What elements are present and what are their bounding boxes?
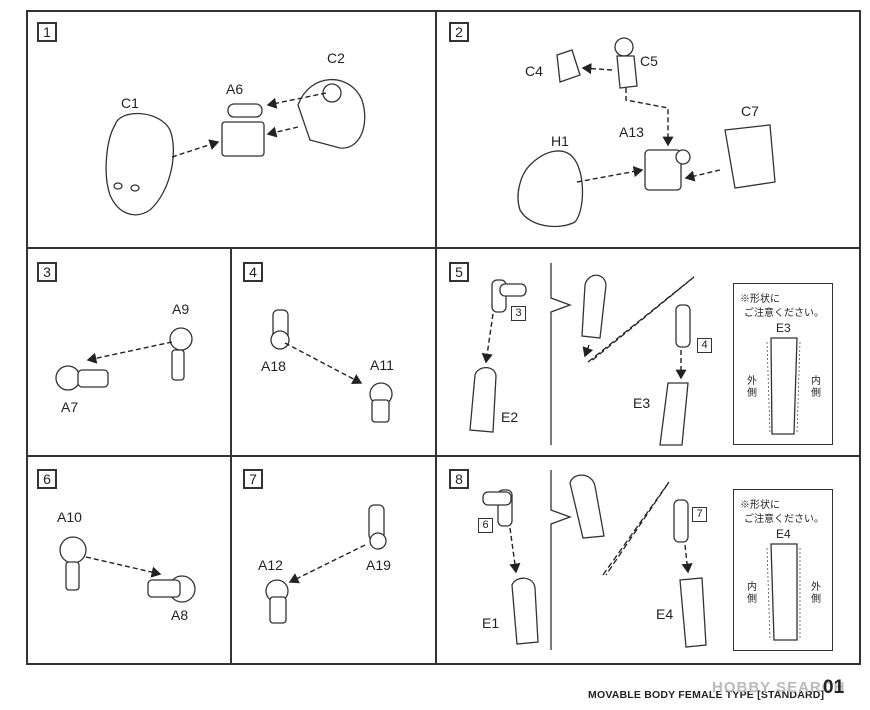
label-e4: E4 — [656, 606, 674, 622]
ref-step-6: 6 — [478, 518, 493, 533]
part-a13 — [644, 149, 682, 191]
note-e4-right-side: 外側 — [811, 582, 821, 605]
step-number-7: 7 — [243, 469, 263, 489]
step-number-8: 8 — [449, 469, 469, 489]
label-e3: E3 — [633, 395, 651, 411]
part-a9 — [169, 327, 193, 351]
shape-note-e3: ※形状に ご注意ください。 E3 外側 内側 — [733, 283, 833, 445]
divider-h2 — [26, 455, 861, 457]
note-e4-line1: ※形状に — [740, 500, 780, 511]
part-e1 — [511, 577, 539, 645]
label-a6: A6 — [226, 81, 244, 97]
part-e3 — [659, 382, 689, 446]
watermark: HOBBY SEARCH — [712, 679, 846, 696]
step-number-6: 6 — [37, 469, 57, 489]
note-e4-part: E4 — [776, 527, 791, 541]
manual-frame — [26, 10, 861, 665]
part-e4 — [679, 577, 707, 648]
divider-v1 — [435, 10, 437, 665]
part-a10 — [59, 536, 87, 564]
part-c4 — [556, 49, 581, 83]
part-c2 — [297, 78, 366, 149]
note-e3-right-side: 内側 — [811, 376, 821, 399]
footer-title: MOVABLE BODY FEMALE TYPE [STANDARD] — [588, 689, 825, 701]
part-e2 — [469, 366, 497, 433]
divider-v2 — [230, 247, 232, 665]
part-a6 — [221, 121, 265, 157]
page-number: 01 — [823, 677, 845, 698]
head-c1 — [105, 112, 175, 216]
label-c1: C1 — [121, 95, 139, 111]
label-c7: C7 — [741, 103, 759, 119]
ref-step-4: 4 — [697, 338, 712, 353]
part-h1 — [517, 150, 584, 228]
step-number-3: 3 — [37, 262, 57, 282]
note-e3-left-side: 外側 — [747, 376, 757, 399]
step-number-1: 1 — [37, 22, 57, 42]
note-e3-silhouette — [766, 337, 801, 435]
ref-step-7: 7 — [692, 507, 707, 522]
label-a7: A7 — [61, 399, 79, 415]
label-c5: C5 — [640, 53, 658, 69]
label-e2: E2 — [501, 409, 519, 425]
step-number-5: 5 — [449, 262, 469, 282]
shape-note-e4: ※形状に ご注意ください。 E4 内側 外側 — [733, 489, 833, 651]
label-a8: A8 — [171, 607, 189, 623]
label-a11: A11 — [370, 357, 394, 373]
part-c7 — [724, 124, 776, 189]
part-c5 — [614, 37, 634, 57]
note-e3-line1: ※形状に — [740, 294, 780, 305]
label-a12: A12 — [258, 557, 283, 573]
label-h1: H1 — [551, 133, 569, 149]
part-a7 — [55, 365, 81, 391]
note-e4-line2: ご注意ください。 — [744, 514, 824, 525]
label-a18: A18 — [261, 358, 286, 374]
ref-step-3: 3 — [511, 306, 526, 321]
label-a19: A19 — [366, 557, 391, 573]
label-a10: A10 — [57, 509, 82, 525]
label-a13: A13 — [619, 124, 644, 140]
label-c2: C2 — [327, 50, 345, 66]
note-e4-silhouette — [766, 543, 801, 641]
note-e3-part: E3 — [776, 321, 791, 335]
step-number-2: 2 — [449, 22, 469, 42]
note-e4-left-side: 内側 — [747, 582, 757, 605]
label-a9: A9 — [172, 301, 190, 317]
label-e1: E1 — [482, 615, 500, 631]
divider-h1 — [26, 247, 861, 249]
label-c4: C4 — [525, 63, 543, 79]
note-e3-line2: ご注意ください。 — [744, 308, 824, 319]
step-number-4: 4 — [243, 262, 263, 282]
